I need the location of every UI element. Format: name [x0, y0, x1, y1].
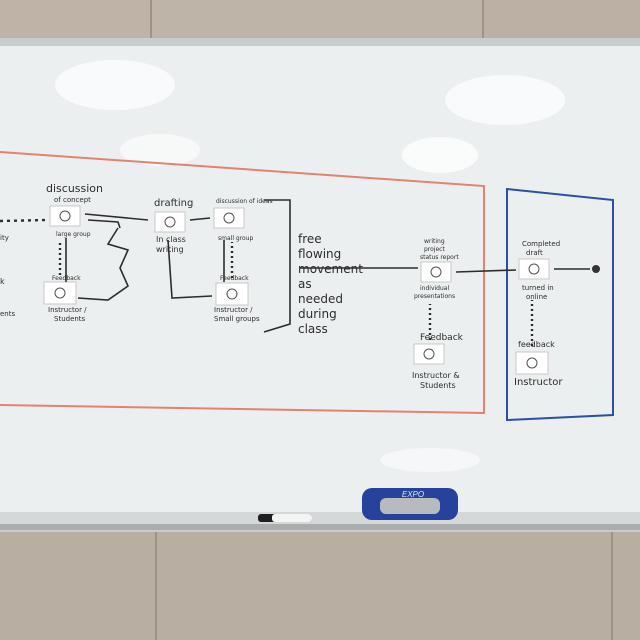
col5-d: online: [526, 293, 547, 301]
red-box: [0, 151, 485, 415]
col5-feedback: feedback: [518, 340, 555, 349]
col2-title-a: drafting: [154, 198, 193, 209]
free-4: as: [298, 277, 312, 291]
board-surface: [0, 46, 640, 516]
col5-c: turned in: [522, 284, 554, 292]
col3-inst-a: Instructor /: [214, 306, 253, 314]
col1-inst-b: Students: [54, 315, 86, 323]
col1-small: large group: [56, 231, 91, 238]
col5-a: Completed: [522, 240, 560, 248]
col3-small: small group: [218, 235, 254, 242]
col4-b: project: [424, 246, 445, 253]
col3-title: discussion of ideas: [216, 198, 273, 205]
free-3: movement: [298, 262, 363, 276]
free-7: class: [298, 322, 328, 336]
left-cut-b: k: [0, 277, 5, 286]
free-6: during: [298, 307, 337, 321]
col1-feedback: Feedback: [52, 275, 81, 282]
col4-a: writing: [424, 238, 445, 245]
free-2: flowing: [298, 247, 341, 261]
col4-e: presentations: [414, 293, 455, 300]
col1-title-a: discussion: [46, 182, 103, 195]
col4-c: status report: [420, 254, 459, 261]
col4-inst-b: Students: [420, 381, 456, 390]
col5-inst: Instructor: [514, 377, 563, 388]
eraser-brand: EXPO: [401, 490, 425, 499]
col4-d: individual: [420, 285, 449, 292]
col5-b: draft: [526, 249, 543, 257]
col3-feedback: Feedback: [220, 275, 249, 282]
free-5: needed: [298, 292, 343, 306]
col4-inst-a: Instructor &: [412, 371, 460, 380]
col1-inst-a: Instructor /: [48, 306, 87, 314]
col2-title-b: In class: [156, 235, 186, 244]
col2-title-c: writing: [156, 245, 184, 254]
left-cut-a: ity: [0, 234, 9, 242]
col1-title-b: of concept: [54, 196, 91, 204]
left-cut-c: ents: [0, 310, 15, 318]
free-1: free: [298, 232, 322, 246]
blue-box: [506, 187, 614, 422]
col4-feedback: Feedback: [420, 333, 464, 343]
col3-inst-b: Small groups: [214, 315, 260, 323]
